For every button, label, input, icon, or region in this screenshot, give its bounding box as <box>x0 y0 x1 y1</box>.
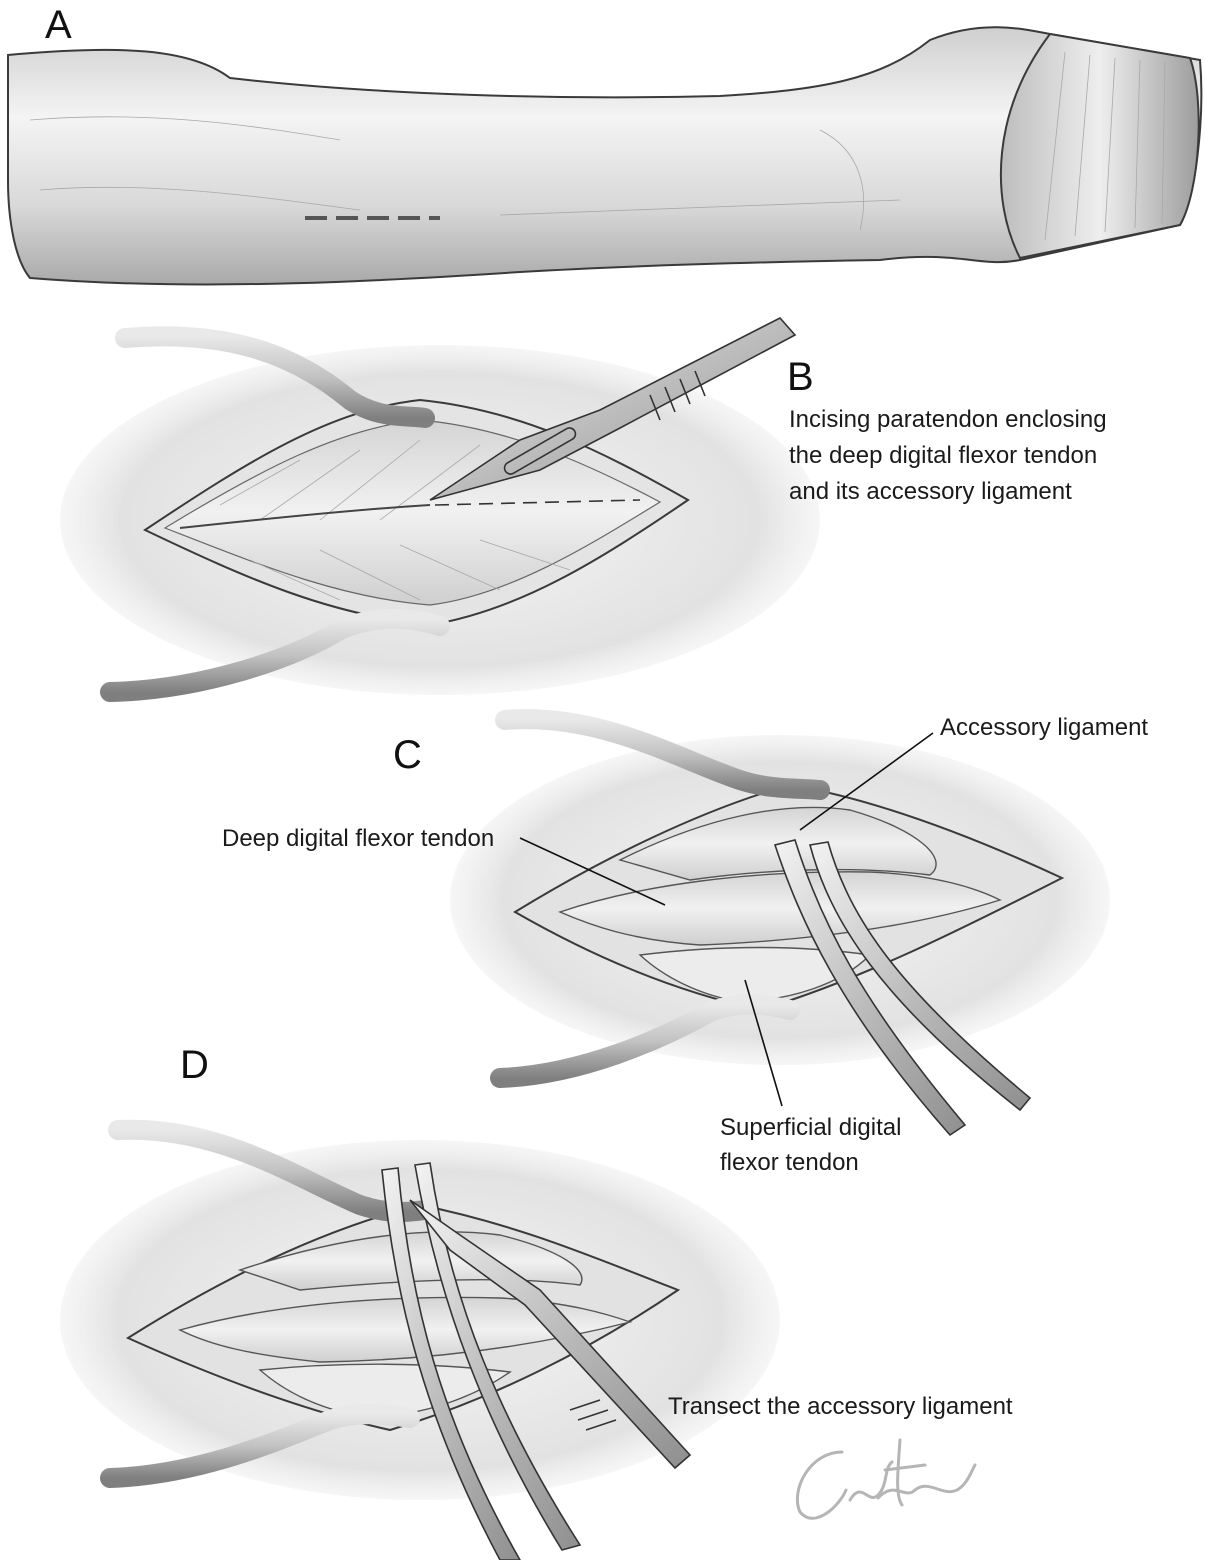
panel-a-letter: A <box>45 3 72 47</box>
panel-b-incision-line <box>179 504 431 529</box>
panel-c-letter: C <box>393 733 422 777</box>
panel-d-superficial-digital-flexor-tendon <box>258 1363 512 1419</box>
panel-c: C Accessory ligament Deep digital flexor… <box>222 709 1148 1176</box>
hoof <box>1000 32 1200 260</box>
label-superficial-digital-flexor-tendon-line-1: Superficial digital <box>720 1114 901 1141</box>
panel-d-retractor-bottom <box>100 1404 420 1488</box>
panel-d: D Transect the accessory ligament <box>60 1043 1013 1560</box>
panel-d-letter: D <box>180 1043 209 1087</box>
panel-c-forceps <box>773 839 1032 1137</box>
hoof-striations <box>1044 51 1166 241</box>
leader-superficial-digital-flexor-tendon <box>744 979 783 1107</box>
panel-b-caption-line-1: Incising paratendon enclosing <box>789 406 1107 433</box>
leader-accessory-ligament <box>799 732 934 831</box>
panel-c-retractor-top <box>495 709 830 800</box>
panel-b-retractor-bottom <box>100 608 450 702</box>
panel-d-caption: Transect the accessory ligament <box>668 1393 1013 1420</box>
panel-b: B Incising paratendon enclosing the deep… <box>60 317 1107 702</box>
panel-b-retractor-top <box>115 326 435 428</box>
scalpel <box>429 317 797 501</box>
label-deep-digital-flexor-tendon: Deep digital flexor tendon <box>222 825 494 852</box>
label-superficial-digital-flexor-tendon-line-2: flexor tendon <box>720 1149 859 1176</box>
label-accessory-ligament: Accessory ligament <box>940 714 1148 741</box>
panel-a: A <box>7 3 1203 286</box>
panel-c-retractor-bottom <box>490 994 800 1088</box>
panel-b-caption-line-3: and its accessory ligament <box>789 478 1072 505</box>
panel-b-planned-incision <box>434 499 641 506</box>
leader-deep-digital-flexor-tendon <box>519 837 666 906</box>
panel-b-letter: B <box>787 355 814 399</box>
artist-signature <box>795 1438 977 1520</box>
panel-b-tendon-striations <box>219 439 571 601</box>
panel-b-caption-line-2: the deep digital flexor tendon <box>789 442 1097 469</box>
panel-d-forceps <box>381 1162 582 1560</box>
deep-digital-flexor-tendon <box>558 871 1002 946</box>
panel-d-scalpel <box>409 1199 692 1470</box>
panel-d-deep-digital-flexor-tendon <box>178 1296 633 1363</box>
